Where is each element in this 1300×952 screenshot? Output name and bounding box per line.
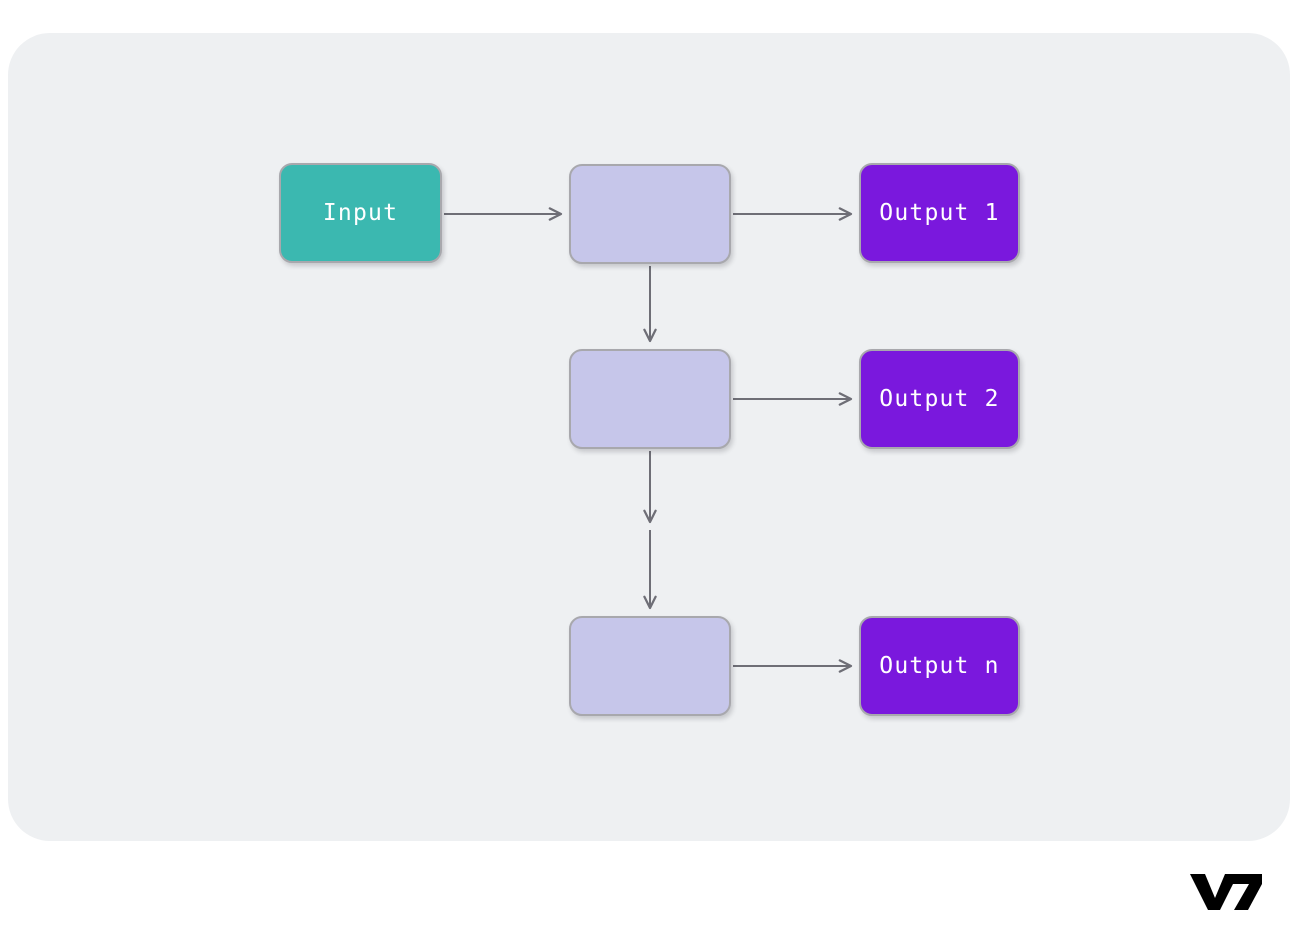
node-input-label: Input xyxy=(322,199,399,226)
node-output-1[interactable]: Output 1 xyxy=(859,163,1020,263)
node-output-2-label: Output 2 xyxy=(879,385,1000,412)
node-input[interactable]: Input xyxy=(279,163,442,263)
node-output-n[interactable]: Output n xyxy=(859,616,1020,716)
node-output-n-label: Output n xyxy=(879,652,1000,679)
node-hidden-3[interactable] xyxy=(569,616,731,716)
node-output-2[interactable]: Output 2 xyxy=(859,349,1020,449)
node-hidden-1[interactable] xyxy=(569,164,731,264)
diagram-card: Input Output 1 Output 2 Output n xyxy=(8,33,1290,841)
v7-logo: V7 xyxy=(1190,874,1262,910)
flow-canvas: Input Output 1 Output 2 Output n xyxy=(8,33,1290,841)
node-output-1-label: Output 1 xyxy=(879,199,1000,226)
node-hidden-2[interactable] xyxy=(569,349,731,449)
